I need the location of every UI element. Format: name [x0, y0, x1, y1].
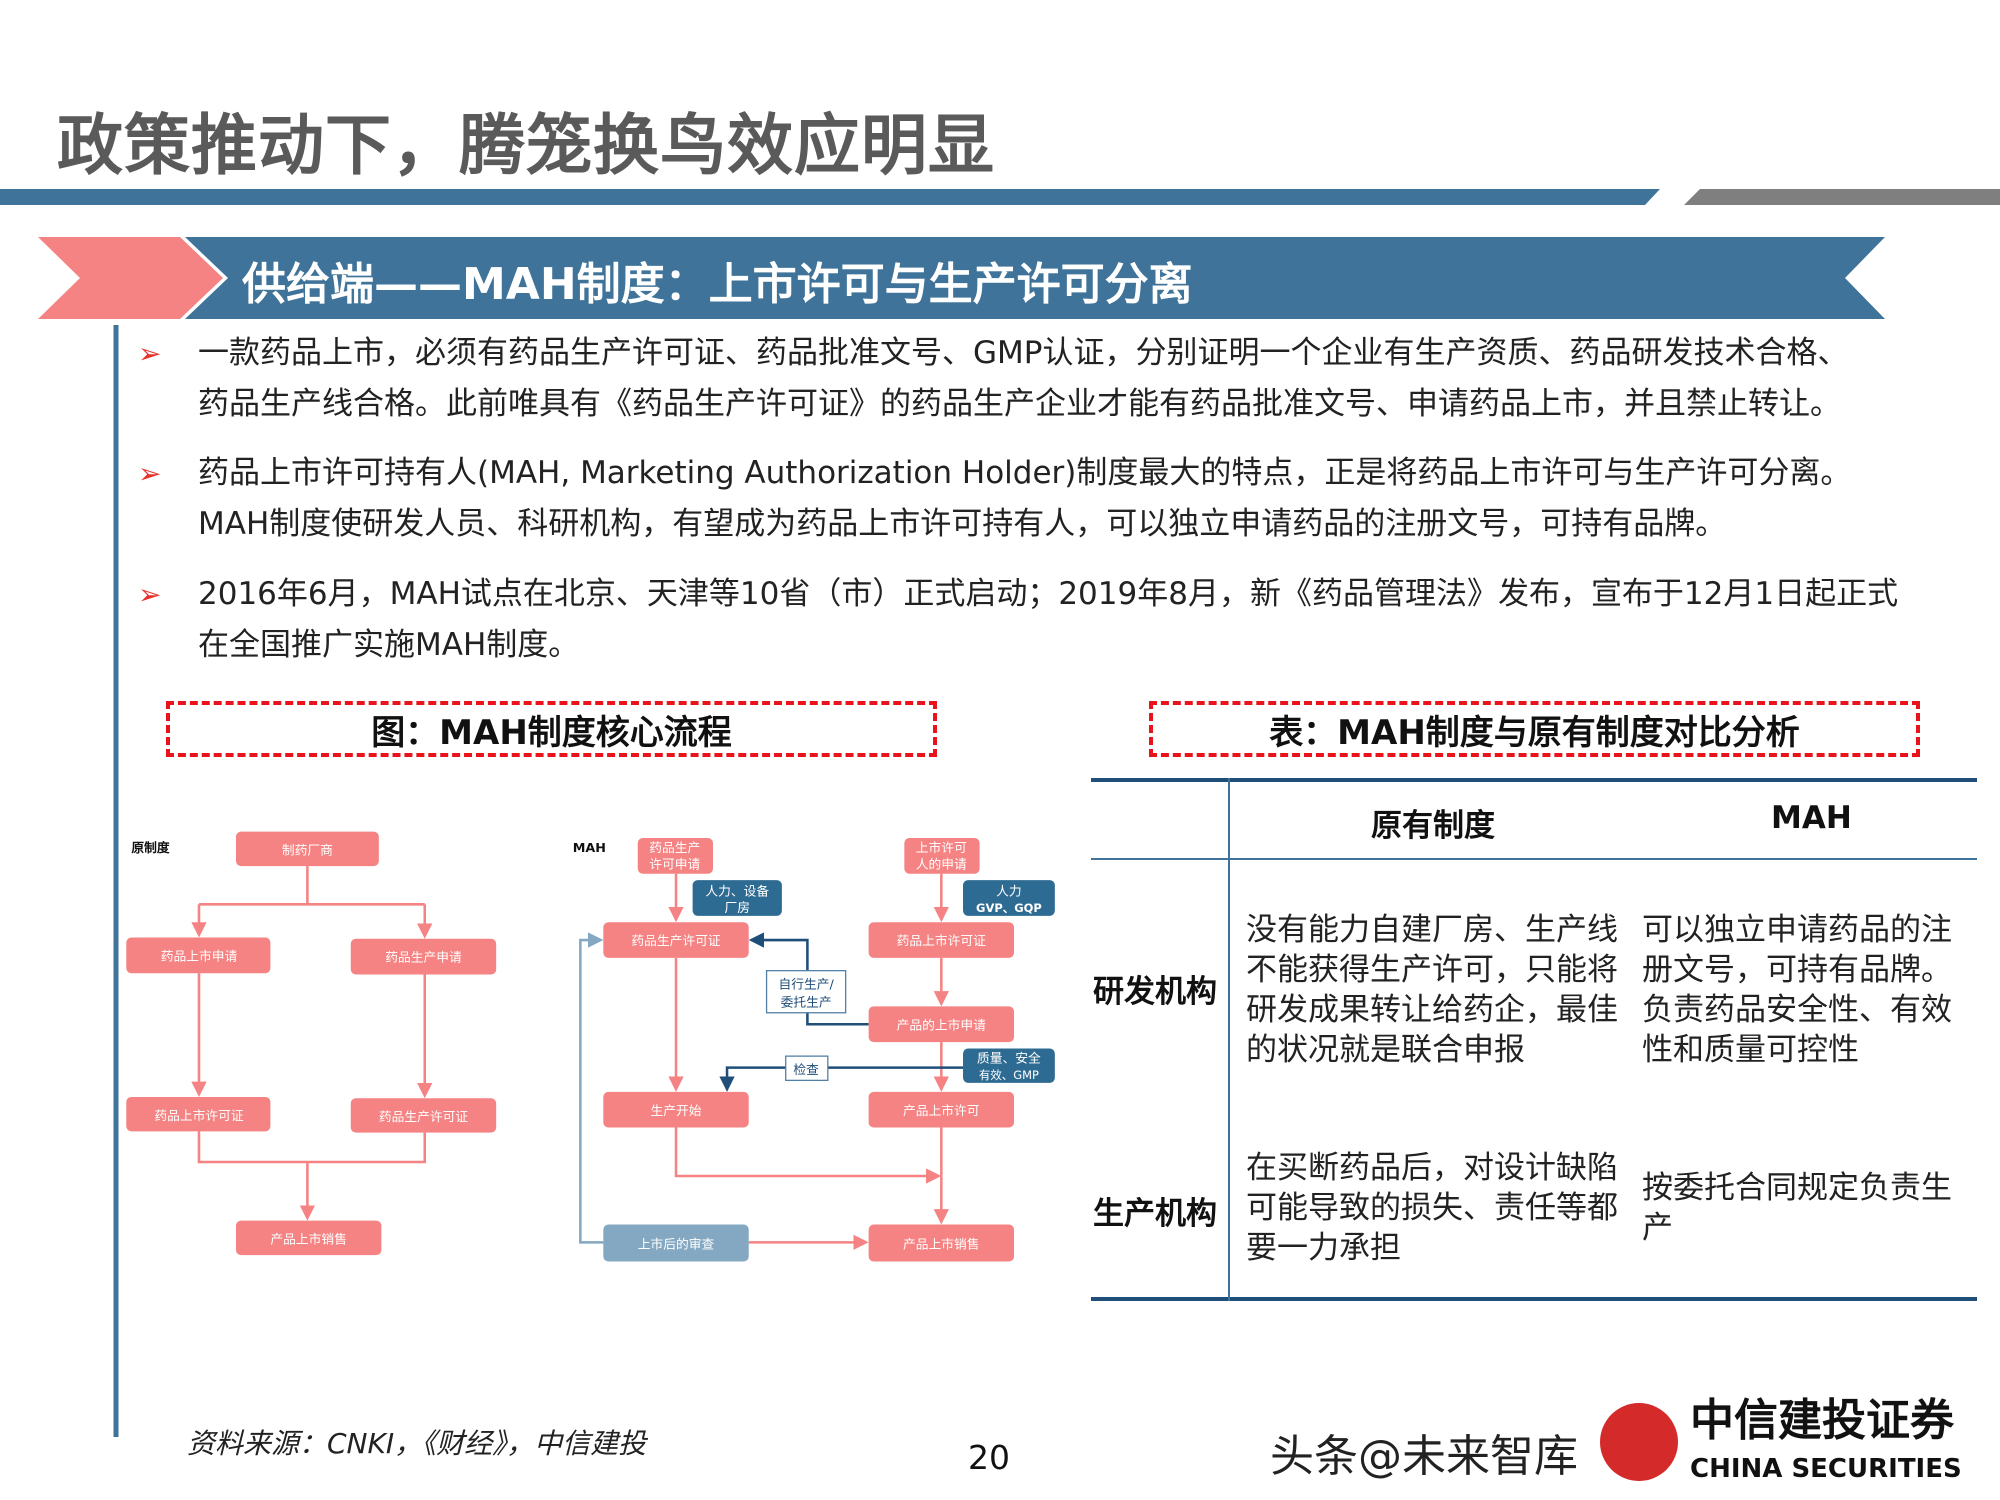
svg-text:委托生产: 委托生产 [781, 995, 832, 1010]
flow-old-label: 原制度 [131, 840, 169, 856]
bullet-2: ➢ 药品上市许可持有人(MAH, Marketing Authorization… [138, 448, 1988, 550]
table-bottom-border [1091, 1297, 1977, 1301]
svg-text:自行生产/: 自行生产/ [778, 978, 834, 993]
source-note: 资料来源：CNKI，《财经》，中信建投 [187, 1427, 647, 1460]
node-post-review: 上市后的审查 [603, 1224, 749, 1262]
flow-old-node: 制药厂商 [235, 831, 379, 867]
logo: 中信建投证券 CHINA SECURITIES [1600, 1395, 2000, 1495]
arrow-bullet-icon: ➢ [138, 337, 162, 370]
node-inspect: 检查 [785, 1055, 829, 1081]
node-market-license: 药品上市许可证 [868, 922, 1015, 958]
node-production-start: 生产开始 [603, 1091, 749, 1128]
table-top-border [1091, 778, 1977, 782]
flow-old-node: 药品上市申请 [126, 937, 271, 974]
table-header-original: 原有制度 [1371, 808, 1495, 844]
cell-rnd-original: 没有能力自建厂房、生产线不能获得生产许可，只能将研发成果转让给药企，最佳的状况就… [1246, 912, 1618, 1068]
svg-text:GVP、GQP: GVP、GQP [976, 901, 1042, 915]
svg-text:药品生产许可证: 药品生产许可证 [379, 1110, 468, 1125]
table-header-border [1091, 858, 1977, 860]
page-title: 政策推动下，腾笼换鸟效应明显 [57, 107, 995, 184]
cell-rnd-mah: 可以独立申请药品的注册文号，可持有品牌。负责药品安全性、有效性和质量可控性 [1642, 912, 1952, 1068]
svg-text:厂房: 厂房 [724, 900, 750, 916]
section-banner: 供给端——MAH制度：上市许可与生产许可分离 [242, 259, 1193, 310]
svg-text:药品上市许可证: 药品上市许可证 [154, 1108, 243, 1124]
bullet-1: ➢ 一款药品上市，必须有药品生产许可证、药品批准文号、GMP认证，分别证明一个企… [138, 328, 1988, 430]
svg-text:药品上市申请: 药品上市申请 [161, 948, 238, 964]
svg-text:上市许可: 上市许可 [916, 840, 967, 856]
logo-cn: 中信建投证券 [1690, 1395, 1954, 1446]
flow-mah-label: MAH [573, 841, 606, 856]
svg-text:产品上市销售: 产品上市销售 [270, 1232, 346, 1248]
node-product-approval: 产品上市许可 [868, 1091, 1015, 1128]
flow-old-node: 药品生产许可证 [350, 1098, 497, 1133]
svg-text:药品上市许可证: 药品上市许可证 [897, 933, 986, 949]
svg-text:药品生产: 药品生产 [649, 841, 700, 856]
banner-pink-chevron [38, 237, 223, 319]
svg-text:药品生产申请: 药品生产申请 [385, 951, 462, 966]
cell-production-original: 在买断药品后，对设计缺陷可能导致的损失、责任等都要一力承担 [1246, 1150, 1618, 1266]
svg-text:产品上市销售: 产品上市销售 [903, 1237, 980, 1253]
svg-text:人力: 人力 [996, 884, 1022, 899]
node-product-apply: 产品的上市申请 [868, 1006, 1015, 1043]
table-caption: 表：MAH制度与原有制度对比分析 [1149, 701, 1920, 757]
figure-caption: 图：MAH制度核心流程 [166, 701, 937, 757]
watermark-text: 头条@未来智库 [1270, 1431, 1578, 1482]
flow-old-node: 药品生产申请 [350, 938, 497, 975]
node-self-or-contract: 自行生产/委托生产 [765, 970, 847, 1014]
svg-text:上市后的审查: 上市后的审查 [638, 1237, 715, 1253]
node-holder-req: 人力 GVP、GQP [963, 880, 1055, 916]
page-number: 20 [968, 1438, 1010, 1477]
arrow-bullet-icon: ➢ [138, 578, 162, 611]
svg-text:产品的上市申请: 产品的上市申请 [897, 1017, 986, 1033]
svg-text:生产开始: 生产开始 [651, 1104, 702, 1119]
cell-production-mah: 按委托合同规定负责生产 [1642, 1170, 1952, 1246]
seal-icon [1600, 1403, 1678, 1481]
node-prod-license: 药品生产许可证 [603, 922, 749, 958]
svg-text:质量、安全: 质量、安全 [977, 1051, 1041, 1067]
banner-blue-band [185, 237, 1885, 319]
table-header-mah: MAH [1771, 800, 1852, 836]
svg-text:人的申请: 人的申请 [916, 857, 967, 873]
title-underline-blue [0, 189, 1660, 205]
svg-text:人力、设备: 人力、设备 [705, 884, 769, 899]
flow-old-node: 药品上市许可证 [126, 1096, 271, 1132]
arrow-bullet-icon: ➢ [138, 457, 162, 490]
flow-old [191, 866, 433, 1218]
svg-text:产品上市许可: 产品上市许可 [903, 1103, 980, 1119]
title-underline-gray [1684, 189, 2000, 205]
row-label-rnd: 研发机构 [1093, 974, 1217, 1010]
comparison-table: 原有制度 MAH 研发机构 没有能力自建厂房、生产线不能获得生产许可，只能将研发… [1091, 778, 1977, 1301]
svg-text:药品生产许可证: 药品生产许可证 [631, 934, 720, 949]
logo-en: CHINA SECURITIES [1690, 1454, 1962, 1484]
node-product-sales: 产品上市销售 [868, 1224, 1015, 1262]
bullet-3: ➢ 2016年6月，MAH试点在北京、天津等10省（市）正式启动；2019年8月… [138, 569, 1988, 671]
svg-text:制药厂商: 制药厂商 [282, 844, 333, 859]
svg-text:许可申请: 许可申请 [649, 858, 700, 873]
flow-old-node: 产品上市销售 [235, 1220, 382, 1256]
table-column-divider [1228, 778, 1230, 1301]
svg-text:检查: 检查 [793, 1062, 819, 1078]
svg-text:有效、GMP: 有效、GMP [979, 1068, 1039, 1082]
row-label-production: 生产机构 [1093, 1196, 1217, 1232]
